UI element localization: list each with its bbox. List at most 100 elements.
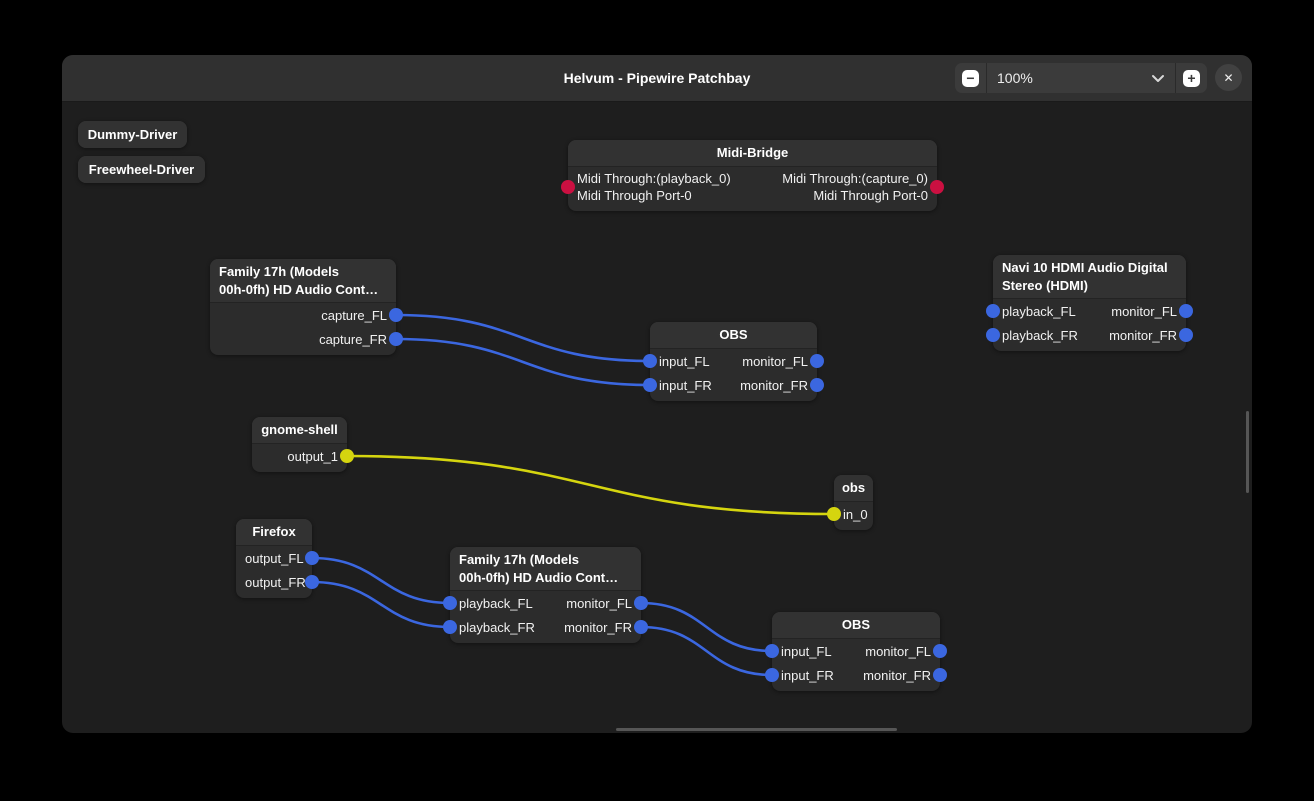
- node-title[interactable]: OBS: [650, 322, 817, 349]
- link-output-fr-to-playback-fr[interactable]: [311, 580, 451, 629]
- port-socket-in-0[interactable]: [827, 507, 841, 521]
- close-icon: ✕: [1223, 70, 1234, 85]
- port-row: output_FR: [236, 570, 312, 594]
- port-label-line: Midi Through:(playback_0): [577, 171, 731, 186]
- node-gnome-shell[interactable]: gnome-shell output_1: [252, 417, 354, 472]
- node-title[interactable]: Freewheel-Driver: [78, 156, 205, 183]
- node-title-line: Midi-Bridge: [716, 145, 789, 160]
- close-button[interactable]: ✕: [1215, 64, 1242, 91]
- horizontal-scrollbar[interactable]: [616, 728, 897, 731]
- port-playback-fr[interactable]: playback_FR: [1002, 327, 1078, 343]
- node-firefox[interactable]: Firefox output_FL output_FR: [236, 519, 319, 598]
- port-row: output_FL: [236, 546, 312, 570]
- port-output-fr[interactable]: output_FR: [245, 574, 306, 590]
- port-input-fl[interactable]: input_FL: [781, 643, 832, 659]
- port-socket-input-fl[interactable]: [643, 354, 657, 368]
- port-row: playback_FR monitor_FR: [450, 615, 641, 639]
- port-socket-output-fr[interactable]: [305, 575, 319, 589]
- port-socket-input-fr[interactable]: [765, 668, 779, 682]
- link-output-fl-to-playback-fl[interactable]: [311, 556, 451, 605]
- port-monitor-fl[interactable]: monitor_FL: [1111, 303, 1177, 319]
- node-title[interactable]: gnome-shell: [252, 417, 347, 444]
- titlebar[interactable]: Helvum - Pipewire Patchbay − 100% + ✕: [62, 55, 1252, 102]
- zoom-in-button[interactable]: +: [1176, 63, 1207, 93]
- port-socket-monitor-fr[interactable]: [933, 668, 947, 682]
- port-socket-capture-fl[interactable]: [389, 308, 403, 322]
- port-socket-midi-through-playback-0[interactable]: [561, 180, 575, 194]
- link-output-1-to-in-0[interactable]: [346, 454, 835, 516]
- node-title[interactable]: OBS: [772, 612, 940, 639]
- port-socket-monitor-fr[interactable]: [634, 620, 648, 634]
- node-title-line: Family 17h (Models: [219, 263, 339, 279]
- port-input-fl[interactable]: input_FL: [659, 353, 710, 369]
- port-socket-monitor-fl[interactable]: [1179, 304, 1193, 318]
- port-socket-monitor-fl[interactable]: [634, 596, 648, 610]
- port-monitor-fr[interactable]: monitor_FR: [564, 619, 632, 635]
- port-socket-playback-fl[interactable]: [443, 596, 457, 610]
- links-layer: [311, 313, 835, 677]
- window-title: Helvum - Pipewire Patchbay: [563, 70, 751, 86]
- node-freewheel-driver[interactable]: Freewheel-Driver: [78, 156, 205, 183]
- node-obs-bottom[interactable]: OBS input_FL monitor_FL input_FR monitor_FR: [765, 612, 947, 691]
- port-monitor-fl[interactable]: monitor_FL: [865, 643, 931, 659]
- zoom-level-select[interactable]: 100%: [986, 63, 1176, 93]
- port-socket-playback-fr[interactable]: [986, 328, 1000, 342]
- chevron-down-icon: [1152, 74, 1164, 82]
- port-socket-playback-fr[interactable]: [443, 620, 457, 634]
- port-playback-fl[interactable]: playback_FL: [1002, 303, 1076, 319]
- port-monitor-fr[interactable]: monitor_FR: [863, 667, 931, 683]
- link-monitor-fl-to-input-fl[interactable]: [640, 601, 773, 653]
- node-obs-small[interactable]: obs in_0: [827, 475, 873, 530]
- port-monitor-fl[interactable]: monitor_FL: [742, 353, 808, 369]
- port-output-1[interactable]: output_1: [287, 448, 338, 464]
- port-socket-monitor-fl[interactable]: [810, 354, 824, 368]
- node-obs-mid[interactable]: OBS input_FL monitor_FL input_FR monitor_FR: [643, 322, 824, 401]
- port-in-0[interactable]: in_0: [843, 506, 868, 522]
- port-input-fr[interactable]: input_FR: [659, 377, 712, 393]
- port-midi-through-capture-0[interactable]: Midi Through:(capture_0)Midi Through Por…: [773, 170, 937, 204]
- port-socket-playback-fl[interactable]: [986, 304, 1000, 318]
- node-dummy-driver[interactable]: Dummy-Driver: [78, 121, 187, 148]
- link-capture-fr-to-input-fr[interactable]: [395, 337, 651, 387]
- port-monitor-fr[interactable]: monitor_FR: [740, 377, 808, 393]
- port-row: capture_FR: [210, 327, 396, 351]
- node-title[interactable]: Midi-Bridge: [568, 140, 937, 167]
- port-socket-input-fr[interactable]: [643, 378, 657, 392]
- port-socket-monitor-fr[interactable]: [1179, 328, 1193, 342]
- port-socket-monitor-fr[interactable]: [810, 378, 824, 392]
- port-socket-midi-through-capture-0[interactable]: [930, 180, 944, 194]
- port-input-fr[interactable]: input_FR: [781, 667, 834, 683]
- vertical-scrollbar[interactable]: [1246, 411, 1249, 493]
- port-capture-fr[interactable]: capture_FR: [319, 331, 387, 347]
- link-capture-fl-to-input-fl[interactable]: [395, 313, 651, 363]
- port-socket-output-1[interactable]: [340, 449, 354, 463]
- port-output-fl[interactable]: output_FL: [245, 550, 304, 566]
- port-socket-input-fl[interactable]: [765, 644, 779, 658]
- port-socket-output-fl[interactable]: [305, 551, 319, 565]
- node-title[interactable]: Firefox: [236, 519, 312, 546]
- port-monitor-fr[interactable]: monitor_FR: [1109, 327, 1177, 343]
- zoom-controls: − 100% +: [955, 63, 1207, 93]
- node-title[interactable]: obs: [834, 475, 873, 502]
- port-monitor-fl[interactable]: monitor_FL: [566, 595, 632, 611]
- link-monitor-fr-to-input-fr[interactable]: [640, 625, 773, 677]
- port-playback-fr[interactable]: playback_FR: [459, 619, 535, 635]
- port-socket-monitor-fl[interactable]: [933, 644, 947, 658]
- app-window: Helvum - Pipewire Patchbay − 100% + ✕ Du…: [62, 55, 1252, 733]
- node-title[interactable]: Dummy-Driver: [78, 121, 187, 148]
- port-capture-fl[interactable]: capture_FL: [321, 307, 387, 323]
- zoom-out-button[interactable]: −: [955, 63, 986, 93]
- node-title-line: gnome-shell: [261, 422, 338, 437]
- port-socket-capture-fr[interactable]: [389, 332, 403, 346]
- port-playback-fl[interactable]: playback_FL: [459, 595, 533, 611]
- port-midi-through-playback-0[interactable]: Midi Through:(playback_0) Midi Through Po…: [568, 170, 740, 204]
- port-label-line: Midi Through Port-0: [577, 188, 692, 203]
